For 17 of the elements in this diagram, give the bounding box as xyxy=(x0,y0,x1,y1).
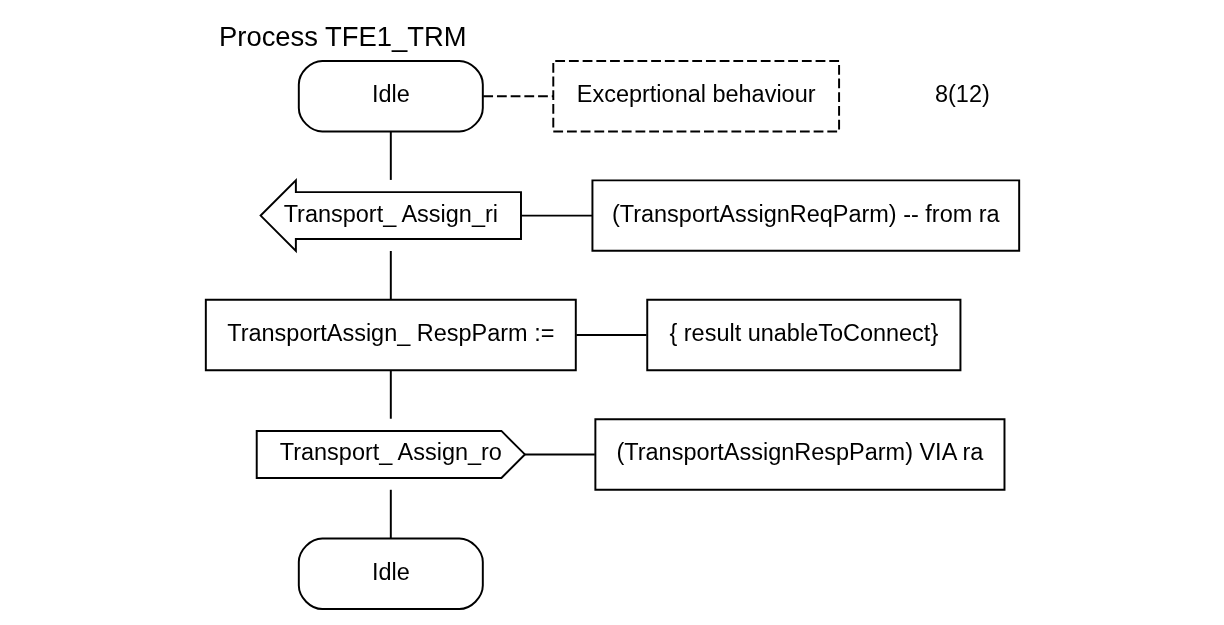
node-box: TransportAssign_ RespParm := xyxy=(204,298,577,372)
node-box: Idle xyxy=(297,60,484,133)
connector xyxy=(574,334,648,336)
node-box: (TransportAssignReqParm) -- from ra xyxy=(590,179,1020,252)
connector xyxy=(481,95,554,98)
node-box: Exceprtional behaviour xyxy=(551,60,840,133)
node-box: (TransportAssignRespParm) VIA ra xyxy=(593,418,1005,491)
diagram-title: Process TFE1_TRM xyxy=(218,20,467,52)
connector xyxy=(389,130,392,181)
connector xyxy=(389,369,392,420)
node-box: Idle xyxy=(297,537,484,611)
label: 8(12) xyxy=(934,81,990,108)
connector xyxy=(389,250,392,301)
connector xyxy=(389,488,392,540)
connector xyxy=(523,453,596,456)
node-box: { result unableToConnect} xyxy=(645,298,961,372)
connector xyxy=(519,214,593,217)
